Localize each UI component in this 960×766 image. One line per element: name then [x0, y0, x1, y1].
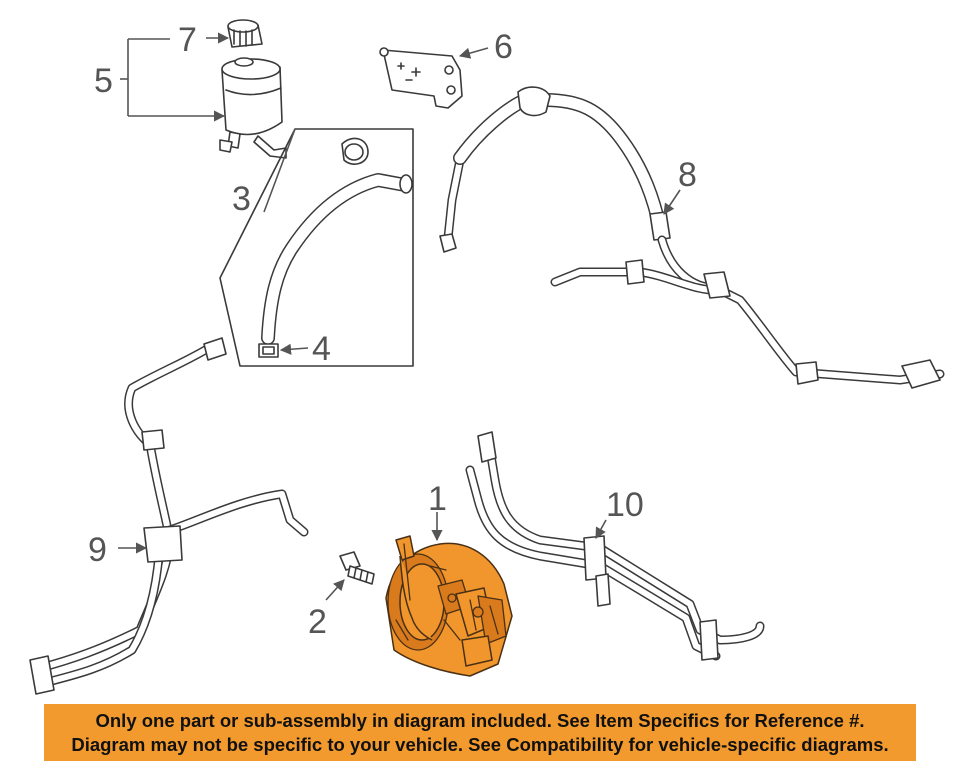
- reservoir-part-5: [219, 57, 287, 159]
- hose-clamp: [341, 137, 369, 165]
- inset-frame: [219, 128, 414, 367]
- callout-9: 9: [88, 531, 107, 569]
- callout-8: 8: [678, 156, 697, 194]
- reservoir-cap-part-7: [227, 19, 263, 48]
- callout-1: 1: [428, 480, 447, 518]
- callout-4: 4: [312, 330, 331, 368]
- bolt-part-2: [339, 551, 375, 585]
- callout-10: 10: [606, 486, 644, 524]
- callout-2: 2: [308, 603, 327, 641]
- callout-numbers: 1 2 3 4 5 6 7 8 9 10: [88, 21, 697, 641]
- clip-part-4: [258, 343, 279, 358]
- disclaimer-line-1: Only one part or sub-assembly in diagram…: [95, 710, 865, 731]
- power-steering-pump-part-1: [385, 535, 513, 677]
- bracket-part-6: [379, 47, 463, 109]
- cooler-lines-part-10: [465, 431, 765, 661]
- return-hose-part-3: [261, 173, 413, 345]
- disclaimer-line-2: Diagram may not be specific to your vehi…: [71, 734, 889, 755]
- callout-6: 6: [494, 28, 513, 66]
- return-line-part-9: [29, 337, 309, 695]
- callout-leaders: [118, 32, 681, 601]
- callout-3: 3: [232, 180, 251, 218]
- disclaimer-banner: Only one part or sub-assembly in diagram…: [44, 704, 916, 761]
- pressure-hose-part-8: [439, 86, 945, 389]
- callout-7: 7: [178, 21, 197, 59]
- callout-5: 5: [94, 62, 113, 100]
